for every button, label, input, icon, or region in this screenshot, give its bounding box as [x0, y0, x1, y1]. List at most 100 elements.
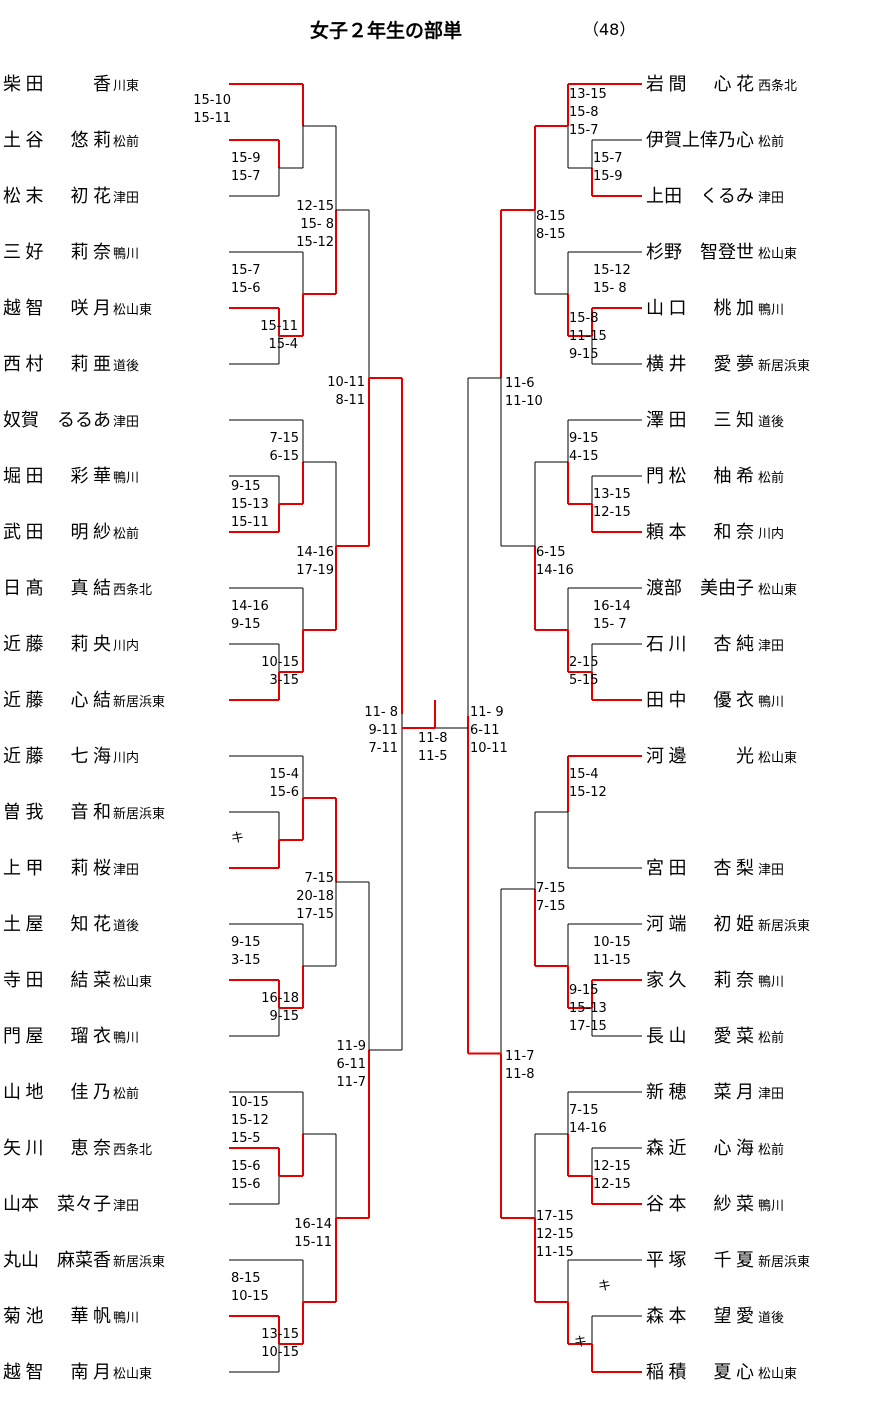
match-score: 17-15: [569, 1019, 607, 1034]
player-name: 山本 菜々子: [3, 1194, 111, 1215]
player-school: 松前: [113, 526, 139, 542]
player-school: 松前: [113, 1086, 139, 1102]
player-school: 松山東: [113, 1366, 152, 1382]
match-score: 7-15: [269, 431, 299, 446]
player-school: 松山東: [758, 582, 797, 598]
player-school: 松山東: [113, 974, 152, 990]
player-school: 川内: [113, 750, 139, 766]
match-score: 10-15: [261, 1345, 299, 1360]
match-score: 10-11: [470, 741, 508, 756]
match-score: 12-15: [593, 1177, 631, 1192]
player-school: 西条北: [113, 582, 152, 598]
match-score: 15-12: [231, 1113, 269, 1128]
player-name: 河邊 光: [646, 746, 754, 767]
match-score: 9-15: [569, 347, 599, 362]
match-score: 15-12: [569, 785, 607, 800]
match-score: 9-15: [231, 935, 261, 950]
entry-count: （48）: [583, 20, 635, 39]
match-score: 15-4: [269, 767, 299, 782]
player-school: 川内: [758, 526, 784, 542]
player-school: 道後: [113, 359, 139, 374]
match-score: キ: [598, 1279, 611, 1294]
player-name: 家久 莉奈: [646, 970, 754, 991]
match-score: 15-13: [231, 497, 269, 512]
match-score: 17-15: [296, 907, 334, 922]
match-score: 10-11: [327, 375, 365, 390]
player-name: 矢川 恵奈: [3, 1138, 111, 1159]
player-school: 津田: [758, 639, 784, 654]
player-school: 津田: [758, 1087, 784, 1102]
match-score: 11-6: [505, 376, 535, 391]
match-score: 11-9: [336, 1039, 366, 1054]
player-name: 伊賀上倖乃心: [646, 130, 754, 151]
player-school: 新居浜東: [113, 806, 165, 822]
match-score: 15-4: [569, 767, 599, 782]
player-name: 武田 明紗: [3, 522, 111, 543]
match-score: 9-15: [569, 983, 599, 998]
bracket-lines: [229, 83, 642, 1373]
player-school: 津田: [113, 1199, 139, 1214]
match-score: 12-15: [593, 1159, 631, 1174]
match-score: 3-15: [231, 953, 261, 968]
player-school: 鴨川: [758, 1199, 784, 1214]
player-school: 松前: [758, 470, 784, 486]
player-name: 渡部 美由子: [646, 578, 754, 599]
match-score: 15-8: [569, 311, 599, 326]
player-name: 山口 桃加: [646, 298, 754, 319]
match-score: 15-9: [231, 151, 261, 166]
player-name: 岩間 心花: [646, 74, 754, 95]
match-score: 15- 8: [300, 217, 334, 232]
player-school: 松山東: [758, 246, 797, 262]
player-school: 松山東: [113, 302, 152, 318]
bracket-title: 女子２年生の部単: [310, 19, 462, 42]
match-score: 11-7: [336, 1075, 366, 1090]
player-name: 越智 南月: [3, 1362, 111, 1383]
player-name: 上甲 莉桜: [3, 858, 111, 879]
match-score: 15-12: [593, 263, 631, 278]
match-score: 14-16: [231, 599, 269, 614]
player-school: 川内: [113, 638, 139, 654]
match-score: 8-15: [536, 209, 566, 224]
player-name: 菊池 華帆: [3, 1306, 111, 1327]
match-score: 10-15: [261, 655, 299, 670]
match-score: 15- 7: [593, 617, 627, 632]
match-score: 15-7: [593, 151, 623, 166]
player-school: 鴨川: [113, 1031, 139, 1046]
match-score: 11-15: [569, 329, 607, 344]
match-score: 15-11: [260, 319, 298, 334]
match-score: 15-6: [231, 1177, 261, 1192]
player-school: 新居浜東: [113, 694, 165, 710]
player-school: 松前: [758, 1030, 784, 1046]
player-name: 河端 初姫: [646, 914, 754, 935]
match-score: 4-15: [569, 449, 599, 464]
player-name: 長山 愛菜: [646, 1026, 754, 1047]
player-name: 三好 莉奈: [3, 242, 111, 263]
player-name: 丸山 麻菜香: [3, 1250, 111, 1271]
player-name: 柴田 香: [3, 74, 111, 95]
match-score: 12-15: [536, 1227, 574, 1242]
player-name: 曽我 音和: [3, 802, 111, 823]
player-name: 石川 杏純: [646, 634, 754, 655]
final-score: 11-5: [418, 749, 448, 764]
match-score: 7-15: [569, 1103, 599, 1118]
match-score: 15-7: [231, 263, 261, 278]
match-score: 16-14: [294, 1217, 332, 1232]
match-score: 11-10: [505, 394, 543, 409]
player-name: 近藤 七海: [3, 746, 111, 767]
bracket-labels: 柴田 香川東土谷 悠莉松前松末 初花津田三好 莉奈鴨川越智 咲月松山東西村 莉亜…: [3, 74, 810, 1383]
player-name: 平塚 千夏: [646, 1250, 754, 1271]
match-score: 14-16: [569, 1121, 607, 1136]
match-score: 15-7: [231, 169, 261, 184]
match-score: 14-16: [536, 563, 574, 578]
player-school: 新居浜東: [758, 918, 810, 934]
player-name: 門松 柚希: [646, 466, 754, 487]
player-name: 土谷 悠莉: [3, 130, 111, 151]
match-score: 13-15: [593, 487, 631, 502]
match-score: 15-12: [296, 235, 334, 250]
player-name: 杉野 智登世: [646, 242, 754, 263]
player-school: 鴨川: [758, 303, 784, 318]
player-name: 森近 心海: [646, 1138, 754, 1159]
match-score: 5-15: [569, 673, 599, 688]
player-school: 松前: [113, 134, 139, 150]
player-name: 奴賀 るるあ: [3, 410, 111, 431]
